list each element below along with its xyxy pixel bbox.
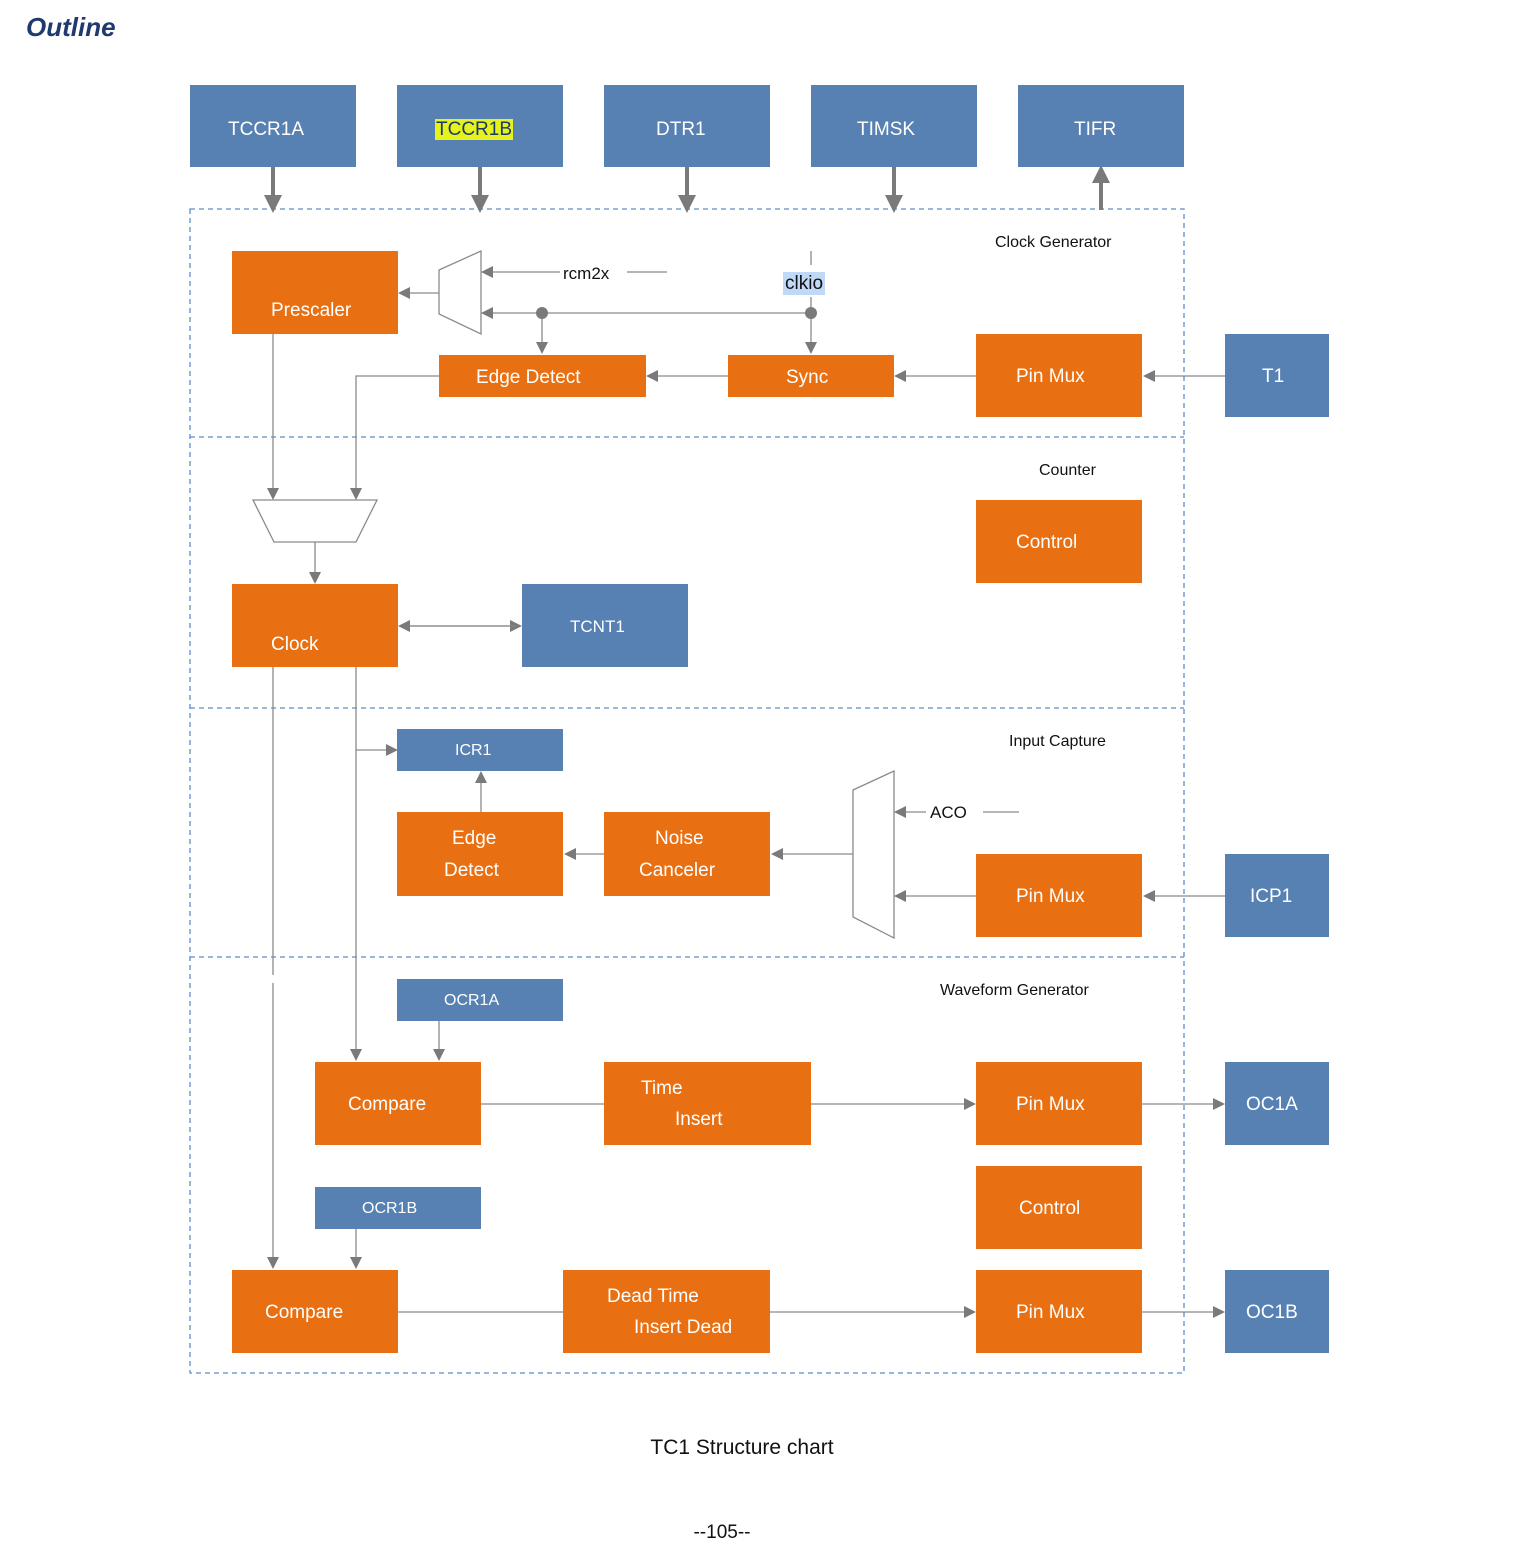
dead-time-insert-block: Dead Time Insert Dead	[563, 1270, 770, 1353]
ocr1a-register: OCR1A	[397, 979, 563, 1021]
prescaler-block: Prescaler	[232, 251, 398, 334]
time-insert-block: Time Insert	[604, 1062, 811, 1145]
noise-canceler-label-2: Canceler	[639, 860, 716, 881]
edge-detect-block: Edge Detect	[439, 355, 646, 397]
section-label-waveform-generator: Waveform Generator	[940, 982, 1089, 999]
icr1-label: ICR1	[455, 742, 492, 759]
pin-mux-t1-label: Pin Mux	[1016, 366, 1085, 387]
clkio-signal: clkio	[783, 272, 826, 295]
clock-block: Clock	[232, 584, 398, 667]
pin-mux-oc1b-label: Pin Mux	[1016, 1302, 1085, 1323]
ocr1a-label: OCR1A	[444, 992, 500, 1009]
icr1-register: ICR1	[397, 729, 563, 771]
tccr1a-label: TCCR1A	[228, 119, 305, 140]
pin-mux-oc1a-label: Pin Mux	[1016, 1094, 1085, 1115]
register-arrows	[264, 165, 1110, 213]
pin-mux-oc1a-block: Pin Mux	[976, 1062, 1142, 1145]
icp1-pin: ICP1	[1225, 854, 1329, 937]
compare-a-block: Compare	[315, 1062, 481, 1145]
clock-label: Clock	[271, 634, 319, 655]
section-label-clock-generator: Clock Generator	[995, 234, 1112, 251]
tcnt1-register: TCNT1	[522, 584, 688, 667]
section-label-input-capture: Input Capture	[1009, 733, 1106, 750]
dead-time-label-2: Insert Dead	[634, 1317, 733, 1338]
ic-edge-detect-block: Edge Detect	[397, 812, 563, 896]
oc1b-pin: OC1B	[1225, 1270, 1329, 1353]
counter-control-block: Control	[976, 500, 1142, 583]
counter-control-label: Control	[1016, 532, 1078, 553]
waveform-control-label: Control	[1019, 1198, 1081, 1219]
time-insert-label-1: Time	[641, 1078, 683, 1099]
edge-detect-label: Edge Detect	[476, 367, 581, 388]
tcnt1-label: TCNT1	[570, 617, 625, 636]
oc1a-label: OC1A	[1246, 1094, 1298, 1115]
rcm2x-signal: rcm2x	[563, 264, 610, 283]
noise-canceler-label-1: Noise	[655, 828, 704, 849]
clock-select-mux	[438, 249, 482, 336]
sync-label: Sync	[786, 367, 829, 388]
tccr1b-label: TCCR1B	[435, 119, 514, 140]
counter-clock-mux	[251, 499, 379, 543]
aco-signal: ACO	[930, 803, 967, 822]
noise-canceler-block: Noise Canceler	[604, 812, 770, 896]
input-capture-mux	[852, 769, 895, 940]
pin-mux-t1-block: Pin Mux	[976, 334, 1142, 417]
timsk-register: TIMSK	[811, 85, 977, 167]
oc1b-label: OC1B	[1246, 1302, 1298, 1323]
dtr1-label: DTR1	[656, 119, 706, 140]
ocr1b-label: OCR1B	[362, 1200, 418, 1217]
compare-b-block: Compare	[232, 1270, 398, 1353]
prescaler-label: Prescaler	[271, 300, 352, 321]
ic-edge-detect-label-1: Edge	[452, 828, 497, 849]
icp1-label: ICP1	[1250, 886, 1293, 907]
page-title: Outline	[26, 12, 116, 42]
tccr1a-register: TCCR1A	[190, 85, 356, 167]
timsk-label: TIMSK	[857, 119, 916, 140]
pin-mux-icp1-label: Pin Mux	[1016, 886, 1085, 907]
sync-block: Sync	[728, 355, 894, 397]
t1-label: T1	[1262, 366, 1285, 387]
pin-mux-oc1b-block: Pin Mux	[976, 1270, 1142, 1353]
figure-caption: TC1 Structure chart	[650, 1436, 834, 1459]
compare-b-label: Compare	[265, 1302, 344, 1323]
oc1a-pin: OC1A	[1225, 1062, 1329, 1145]
tifr-register: TIFR	[1018, 85, 1184, 167]
dead-time-label-1: Dead Time	[607, 1286, 699, 1307]
page-number: --105--	[693, 1522, 751, 1543]
dtr1-register: DTR1	[604, 85, 770, 167]
ic-edge-detect-label-2: Detect	[444, 860, 499, 881]
t1-pin: T1	[1225, 334, 1329, 417]
compare-a-label: Compare	[348, 1094, 427, 1115]
ocr1b-register: OCR1B	[315, 1187, 481, 1229]
junction-dots	[536, 307, 817, 319]
section-label-counter: Counter	[1039, 462, 1096, 479]
pin-mux-icp1-block: Pin Mux	[976, 854, 1142, 937]
tifr-label: TIFR	[1074, 119, 1117, 140]
tccr1b-register: TCCR1B	[397, 85, 563, 167]
time-insert-label-2: Insert	[675, 1109, 723, 1130]
waveform-control-block: Control	[976, 1166, 1142, 1249]
